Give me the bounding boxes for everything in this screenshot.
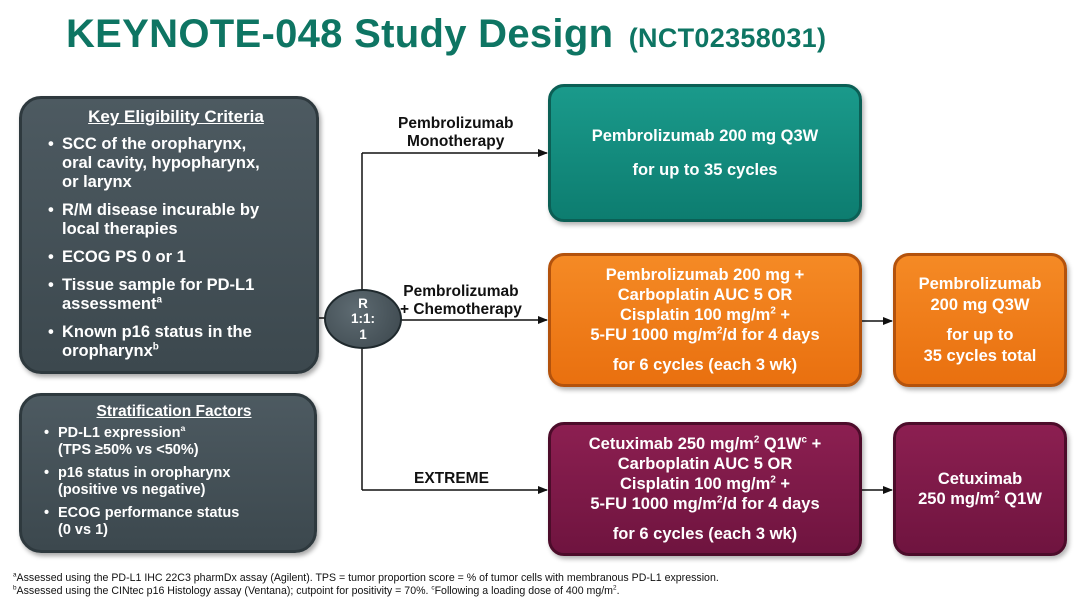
chemo-maint-line-3: for up to bbox=[946, 325, 1014, 344]
footnote-a: aAssessed using the PD-L1 IHC 22C3 pharm… bbox=[13, 571, 719, 584]
stratification-item: ECOG performance status (0 vs 1) bbox=[44, 505, 304, 539]
extreme-box-line-1: Cetuximab 250 mg/m2 Q1Wc + bbox=[588, 434, 822, 453]
chemo-maint-line-4: 35 cycles total bbox=[923, 346, 1037, 365]
extreme-box-line-2: Carboplatin AUC 5 OR bbox=[617, 455, 793, 473]
eligibility-item-1-line-3: or larynx bbox=[62, 173, 132, 191]
stratification-heading: Stratification Factors bbox=[96, 403, 252, 420]
strat-item-1-line-2: (TPS ≥50% vs <50%) bbox=[58, 442, 199, 458]
mono-box-line-1: Pembrolizumab 200 mg Q3W bbox=[591, 127, 819, 145]
chemo-box-line-1: Pembrolizumab 200 mg + bbox=[605, 266, 805, 284]
arm-label-mono-line-1: Pembrolizumab bbox=[398, 115, 514, 132]
page-title: KEYNOTE-048 Study Design (NCT02358031) bbox=[66, 12, 826, 57]
rand-line-2: 1:1: bbox=[350, 311, 375, 327]
stratification-item: PD-L1 expressiona (TPS ≥50% vs <50%) bbox=[44, 423, 304, 459]
extreme-box-line-4: 5-FU 1000 mg/m2/d for 4 days bbox=[590, 494, 820, 513]
extreme-regimen-box: Cetuximab 250 mg/m2 Q1Wc + Carboplatin A… bbox=[548, 422, 862, 556]
footnote-marker-a: a bbox=[156, 294, 162, 306]
footnote-marker-a: a bbox=[180, 423, 186, 434]
title-main: KEYNOTE-048 Study Design bbox=[66, 12, 614, 56]
trial-id: (NCT02358031) bbox=[628, 23, 827, 53]
eligibility-item: Tissue sample for PD-L1 assessmenta bbox=[48, 276, 304, 314]
eligibility-item-2-line-2: local therapies bbox=[62, 220, 178, 238]
chemo-maintenance-box: Pembrolizumab 200 mg Q3W for up to 35 cy… bbox=[893, 253, 1067, 387]
stratification-list: PD-L1 expressiona (TPS ≥50% vs <50%) p16… bbox=[44, 423, 304, 539]
mono-box-line-2: for up to 35 cycles bbox=[632, 161, 778, 179]
eligibility-item-5-line-2: oropharynx bbox=[62, 342, 153, 360]
strat-item-3-line-2: (0 vs 1) bbox=[58, 522, 108, 538]
eligibility-item: ECOG PS 0 or 1 bbox=[48, 248, 304, 267]
strat-item-2-line-1: p16 status in oropharynx bbox=[58, 465, 231, 481]
extreme-box-line-5: for 6 cycles (each 3 wk) bbox=[612, 525, 798, 543]
eligibility-item-4-line-1: Tissue sample for PD-L1 bbox=[62, 276, 255, 294]
arm-label-mono: Pembrolizumab Monotherapy bbox=[398, 115, 513, 151]
rand-line-1: R bbox=[358, 295, 368, 311]
eligibility-item-3-line-1: ECOG PS 0 or 1 bbox=[62, 248, 186, 266]
chemo-regimen-box: Pembrolizumab 200 mg + Carboplatin AUC 5… bbox=[548, 253, 862, 387]
eligibility-item-5-line-1: Known p16 status in the bbox=[62, 323, 252, 341]
extreme-maintenance-box: Cetuximab 250 mg/m2 Q1W bbox=[893, 422, 1067, 556]
arm-label-chemo-line-1: Pembrolizumab bbox=[403, 283, 519, 300]
chemo-maint-line-2: 200 mg Q3W bbox=[930, 295, 1030, 314]
footnote-b-c: bAssessed using the CINtec p16 Histology… bbox=[13, 583, 620, 597]
strat-item-2-line-2: (positive vs negative) bbox=[58, 482, 206, 498]
eligibility-criteria-box: Key Eligibility Criteria SCC of the orop… bbox=[19, 96, 319, 374]
strat-item-1-line-1: PD-L1 expression bbox=[58, 425, 181, 441]
chemo-maint-line-1: Pembrolizumab bbox=[918, 274, 1042, 293]
eligibility-item: SCC of the oropharynx, oral cavity, hypo… bbox=[48, 135, 304, 192]
eligibility-item-2-line-1: R/M disease incurable by bbox=[62, 201, 260, 219]
eligibility-item: Known p16 status in the oropharynxb bbox=[48, 323, 304, 361]
arm-label-chemo: Pembrolizumab + Chemotherapy bbox=[400, 283, 522, 319]
eligibility-item-4-line-2: assessment bbox=[62, 295, 157, 313]
extreme-maint-line-1: Cetuximab bbox=[937, 470, 1023, 488]
strat-item-3-line-1: ECOG performance status bbox=[58, 505, 240, 521]
eligibility-heading: Key Eligibility Criteria bbox=[88, 107, 264, 126]
eligibility-item: R/M disease incurable by local therapies bbox=[48, 201, 304, 239]
chemo-box-line-3: Cisplatin 100 mg/m2 + bbox=[619, 305, 791, 324]
chemo-box-line-5: for 6 cycles (each 3 wk) bbox=[612, 356, 798, 374]
footnote-marker-b: b bbox=[152, 341, 159, 353]
extreme-maint-line-2: 250 mg/m2 Q1W bbox=[918, 489, 1042, 508]
randomization-node: R 1:1: 1 bbox=[324, 289, 402, 349]
eligibility-item-1-line-1: SCC of the oropharynx, bbox=[62, 135, 247, 153]
arm-label-extreme: EXTREME bbox=[414, 470, 489, 487]
chemo-box-line-2: Carboplatin AUC 5 OR bbox=[617, 286, 793, 304]
stratification-item: p16 status in oropharynx (positive vs ne… bbox=[44, 465, 304, 499]
eligibility-item-1-line-2: oral cavity, hypopharynx, bbox=[62, 154, 260, 172]
rand-line-3: 1 bbox=[359, 326, 367, 342]
arm-label-mono-line-2: Monotherapy bbox=[407, 133, 505, 150]
footnote-marker-c: c bbox=[801, 434, 808, 446]
eligibility-list: SCC of the oropharynx, oral cavity, hypo… bbox=[48, 135, 304, 361]
footnotes: aAssessed using the PD-L1 IHC 22C3 pharm… bbox=[13, 572, 719, 597]
extreme-box-line-3: Cisplatin 100 mg/m2 + bbox=[619, 474, 791, 493]
arm-label-chemo-line-2: + Chemotherapy bbox=[400, 301, 522, 318]
stratification-box: Stratification Factors PD-L1 expressiona… bbox=[19, 393, 317, 553]
mono-regimen-box: Pembrolizumab 200 mg Q3W for up to 35 cy… bbox=[548, 84, 862, 222]
chemo-box-line-4: 5-FU 1000 mg/m2/d for 4 days bbox=[590, 325, 820, 344]
